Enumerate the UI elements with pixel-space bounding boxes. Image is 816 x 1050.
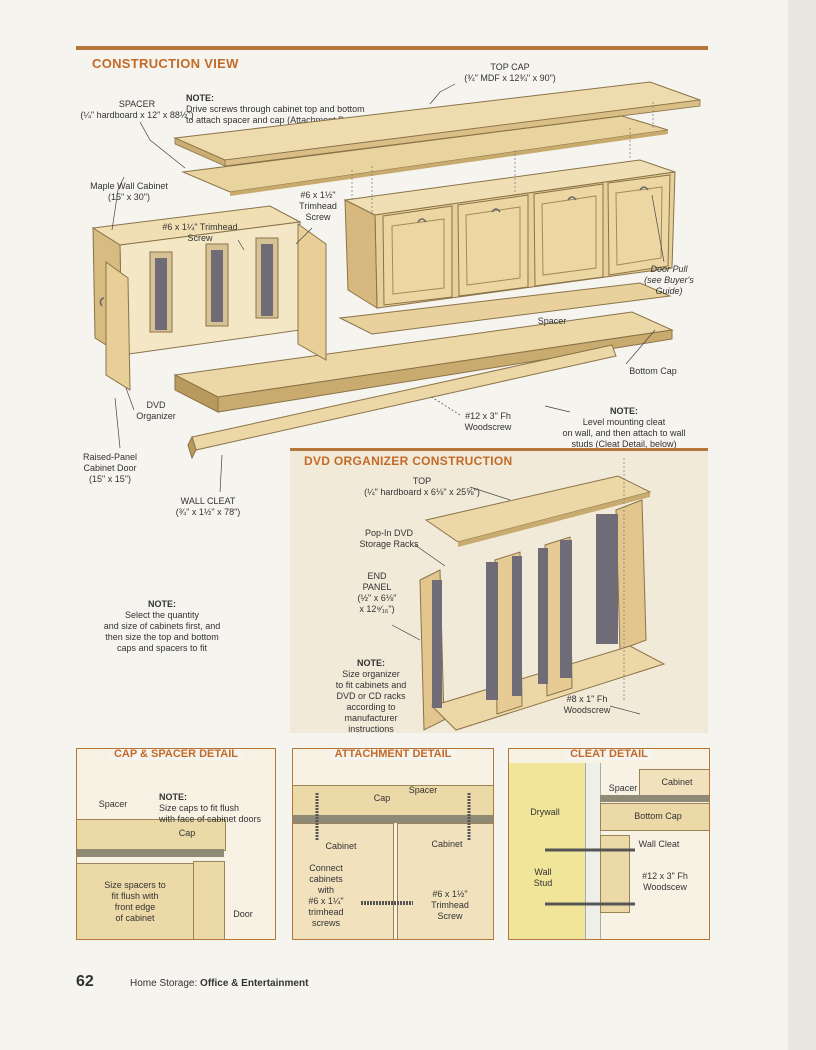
page-number: 62 bbox=[76, 973, 94, 990]
construction-drawing bbox=[91, 81, 701, 493]
cleat-woodscrew-label: #12 x 3" Fh Woodscew bbox=[642, 871, 688, 892]
dvd-woodscrew-label: #8 x 1" Fh Woodscrew bbox=[563, 694, 611, 715]
bottom-cap-label: Bottom Cap bbox=[629, 366, 677, 376]
cap-spacer-spacer-strip bbox=[77, 849, 224, 857]
cap-spacer-door-label: Door bbox=[233, 909, 253, 919]
raised-panel-label: Raised-Panel Cabinet Door (15" x 15") bbox=[82, 452, 138, 484]
quantity-note-text: Select the quantity and size of cabinets… bbox=[103, 610, 221, 653]
cleat-spacer-label: Spacer bbox=[608, 783, 638, 793]
cleat-spacer-strip bbox=[600, 795, 709, 802]
cleat-wall-cleat-label: Wall Cleat bbox=[638, 839, 680, 849]
dvd-end-panel-label: END PANEL (½" x 6⅛" x 12⁹⁄₁₆") bbox=[357, 571, 397, 614]
cleat-drywall-label: Drywall bbox=[530, 807, 560, 817]
attachment-trimhead-label: #6 x 1½" Trimhead Screw bbox=[431, 889, 469, 921]
attachment-connect-label: Connect cabinets with #6 x 1¼" trimhead … bbox=[308, 863, 344, 928]
cap-spacer-title: CAP & SPACER DETAIL bbox=[77, 749, 275, 762]
attachment-title: ATTACHMENT DETAIL bbox=[293, 749, 493, 762]
quantity-note-label: NOTE: bbox=[148, 599, 176, 609]
dvd-racks-label: Pop-In DVD Storage Racks bbox=[359, 528, 419, 549]
attachment-cabinet-right-label: Cabinet bbox=[431, 839, 463, 849]
cap-spacer-cap-label: Cap bbox=[178, 828, 196, 838]
attachment-detail: ATTACHMENT DETAIL Spacer Cap Cabinet Cab… bbox=[292, 748, 494, 940]
wall-cleat-label: WALL CLEAT (¾" x 1½" x 78") bbox=[175, 496, 241, 517]
trimhead-15-label: #6 x 1½" Trimhead Screw bbox=[299, 190, 337, 222]
left-open-door bbox=[105, 261, 131, 391]
cap-spacer-cap-board bbox=[77, 819, 226, 851]
door-pull-label: Door Pull (see Buyer's Guide) bbox=[644, 264, 694, 296]
footer-section: Office & Entertainment bbox=[200, 978, 309, 989]
cleat-wall-cleat bbox=[600, 835, 630, 913]
dvd-title: DVD ORGANIZER CONSTRUCTION bbox=[304, 454, 513, 468]
cap-spacer-note: NOTE: Size caps to fit flush with face o… bbox=[159, 781, 271, 825]
right-open-door bbox=[297, 223, 327, 361]
maple-cabinet-label: Maple Wall Cabinet (15" x 30") bbox=[90, 181, 168, 202]
cap-spacer-note-label: NOTE: bbox=[159, 792, 187, 802]
cleat-note-label: NOTE: bbox=[610, 406, 638, 416]
cleat-bottom-cap bbox=[600, 803, 709, 831]
cap-spacer-detail: CAP & SPACER DETAIL Spacer NOTE: Size ca… bbox=[76, 748, 276, 940]
dvd-top-label: TOP (¼" hardboard x 6⅛" x 25⅝") bbox=[364, 476, 480, 497]
attachment-cabinet-left-label: Cabinet bbox=[325, 841, 357, 851]
dvd-racks-cabinet bbox=[155, 244, 273, 330]
attachment-spacer-strip bbox=[293, 815, 493, 823]
cleat-bottom-cap-label: Bottom Cap bbox=[634, 811, 682, 821]
construction-title: CONSTRUCTION VIEW bbox=[92, 56, 239, 71]
dvd-note-text: Size organizer to fit cabinets and DVD o… bbox=[335, 669, 407, 734]
woodscrew-12-label: #12 x 3" Fh Woodscrew bbox=[464, 411, 512, 432]
footer-running-head: Home Storage: Office & Entertainment bbox=[130, 978, 308, 989]
page-edge bbox=[788, 0, 816, 1050]
cleat-cabinet-label: Cabinet bbox=[661, 777, 693, 787]
attachment-cabinet-left bbox=[293, 823, 394, 939]
cleat-wall-stud-label: Wall Stud bbox=[533, 867, 553, 888]
cleat-screws bbox=[545, 848, 635, 906]
quantity-note: NOTE: Select the quantity and size of ca… bbox=[94, 588, 230, 654]
cleat-detail: CLEAT DETAIL Spacer Cabinet Drywall Bott… bbox=[508, 748, 710, 940]
cap-spacer-cabinet bbox=[77, 863, 194, 939]
footer-series: Home Storage: bbox=[130, 978, 201, 989]
spacer-label: SPACER (¼" hardboard x 12" x 88½") bbox=[80, 99, 194, 120]
dvd-organizer-label: DVD Organizer bbox=[136, 400, 176, 421]
trimhead-125-label: #6 x 1¼" Trimhead Screw bbox=[162, 222, 238, 243]
spacer-lower-label: Spacer bbox=[537, 316, 567, 326]
cleat-cabinet bbox=[639, 769, 709, 797]
top-cap-label: TOP CAP (¾" MDF x 12¾" x 90") bbox=[464, 62, 556, 83]
cap-spacer-note-text: Size caps to fit flush with face of cabi… bbox=[159, 803, 262, 824]
cleat-note: NOTE: Level mounting cleat on wall, and … bbox=[556, 395, 692, 450]
cap-spacer-spacer-label: Spacer bbox=[98, 799, 128, 809]
dvd-note: NOTE: Size organizer to fit cabinets and… bbox=[326, 647, 416, 735]
attachment-cabinet-right bbox=[397, 823, 493, 939]
construction-rule bbox=[76, 46, 708, 50]
attachment-spacer-label: Spacer bbox=[408, 785, 438, 795]
dvd-storage-racks bbox=[432, 514, 618, 708]
cleat-title: CLEAT DETAIL bbox=[509, 749, 709, 762]
attachment-cap-label: Cap bbox=[373, 793, 391, 803]
attachment-screws bbox=[315, 793, 471, 905]
bottom-spacer bbox=[338, 282, 672, 335]
cap-spacer-size-label: Size spacers to fit flush with front edg… bbox=[104, 880, 166, 923]
note-label: NOTE: bbox=[186, 93, 214, 103]
cleat-note-text: Level mounting cleat on wall, and then a… bbox=[562, 417, 686, 449]
dvd-note-label: NOTE: bbox=[357, 658, 385, 668]
cap-spacer-door bbox=[193, 861, 225, 939]
